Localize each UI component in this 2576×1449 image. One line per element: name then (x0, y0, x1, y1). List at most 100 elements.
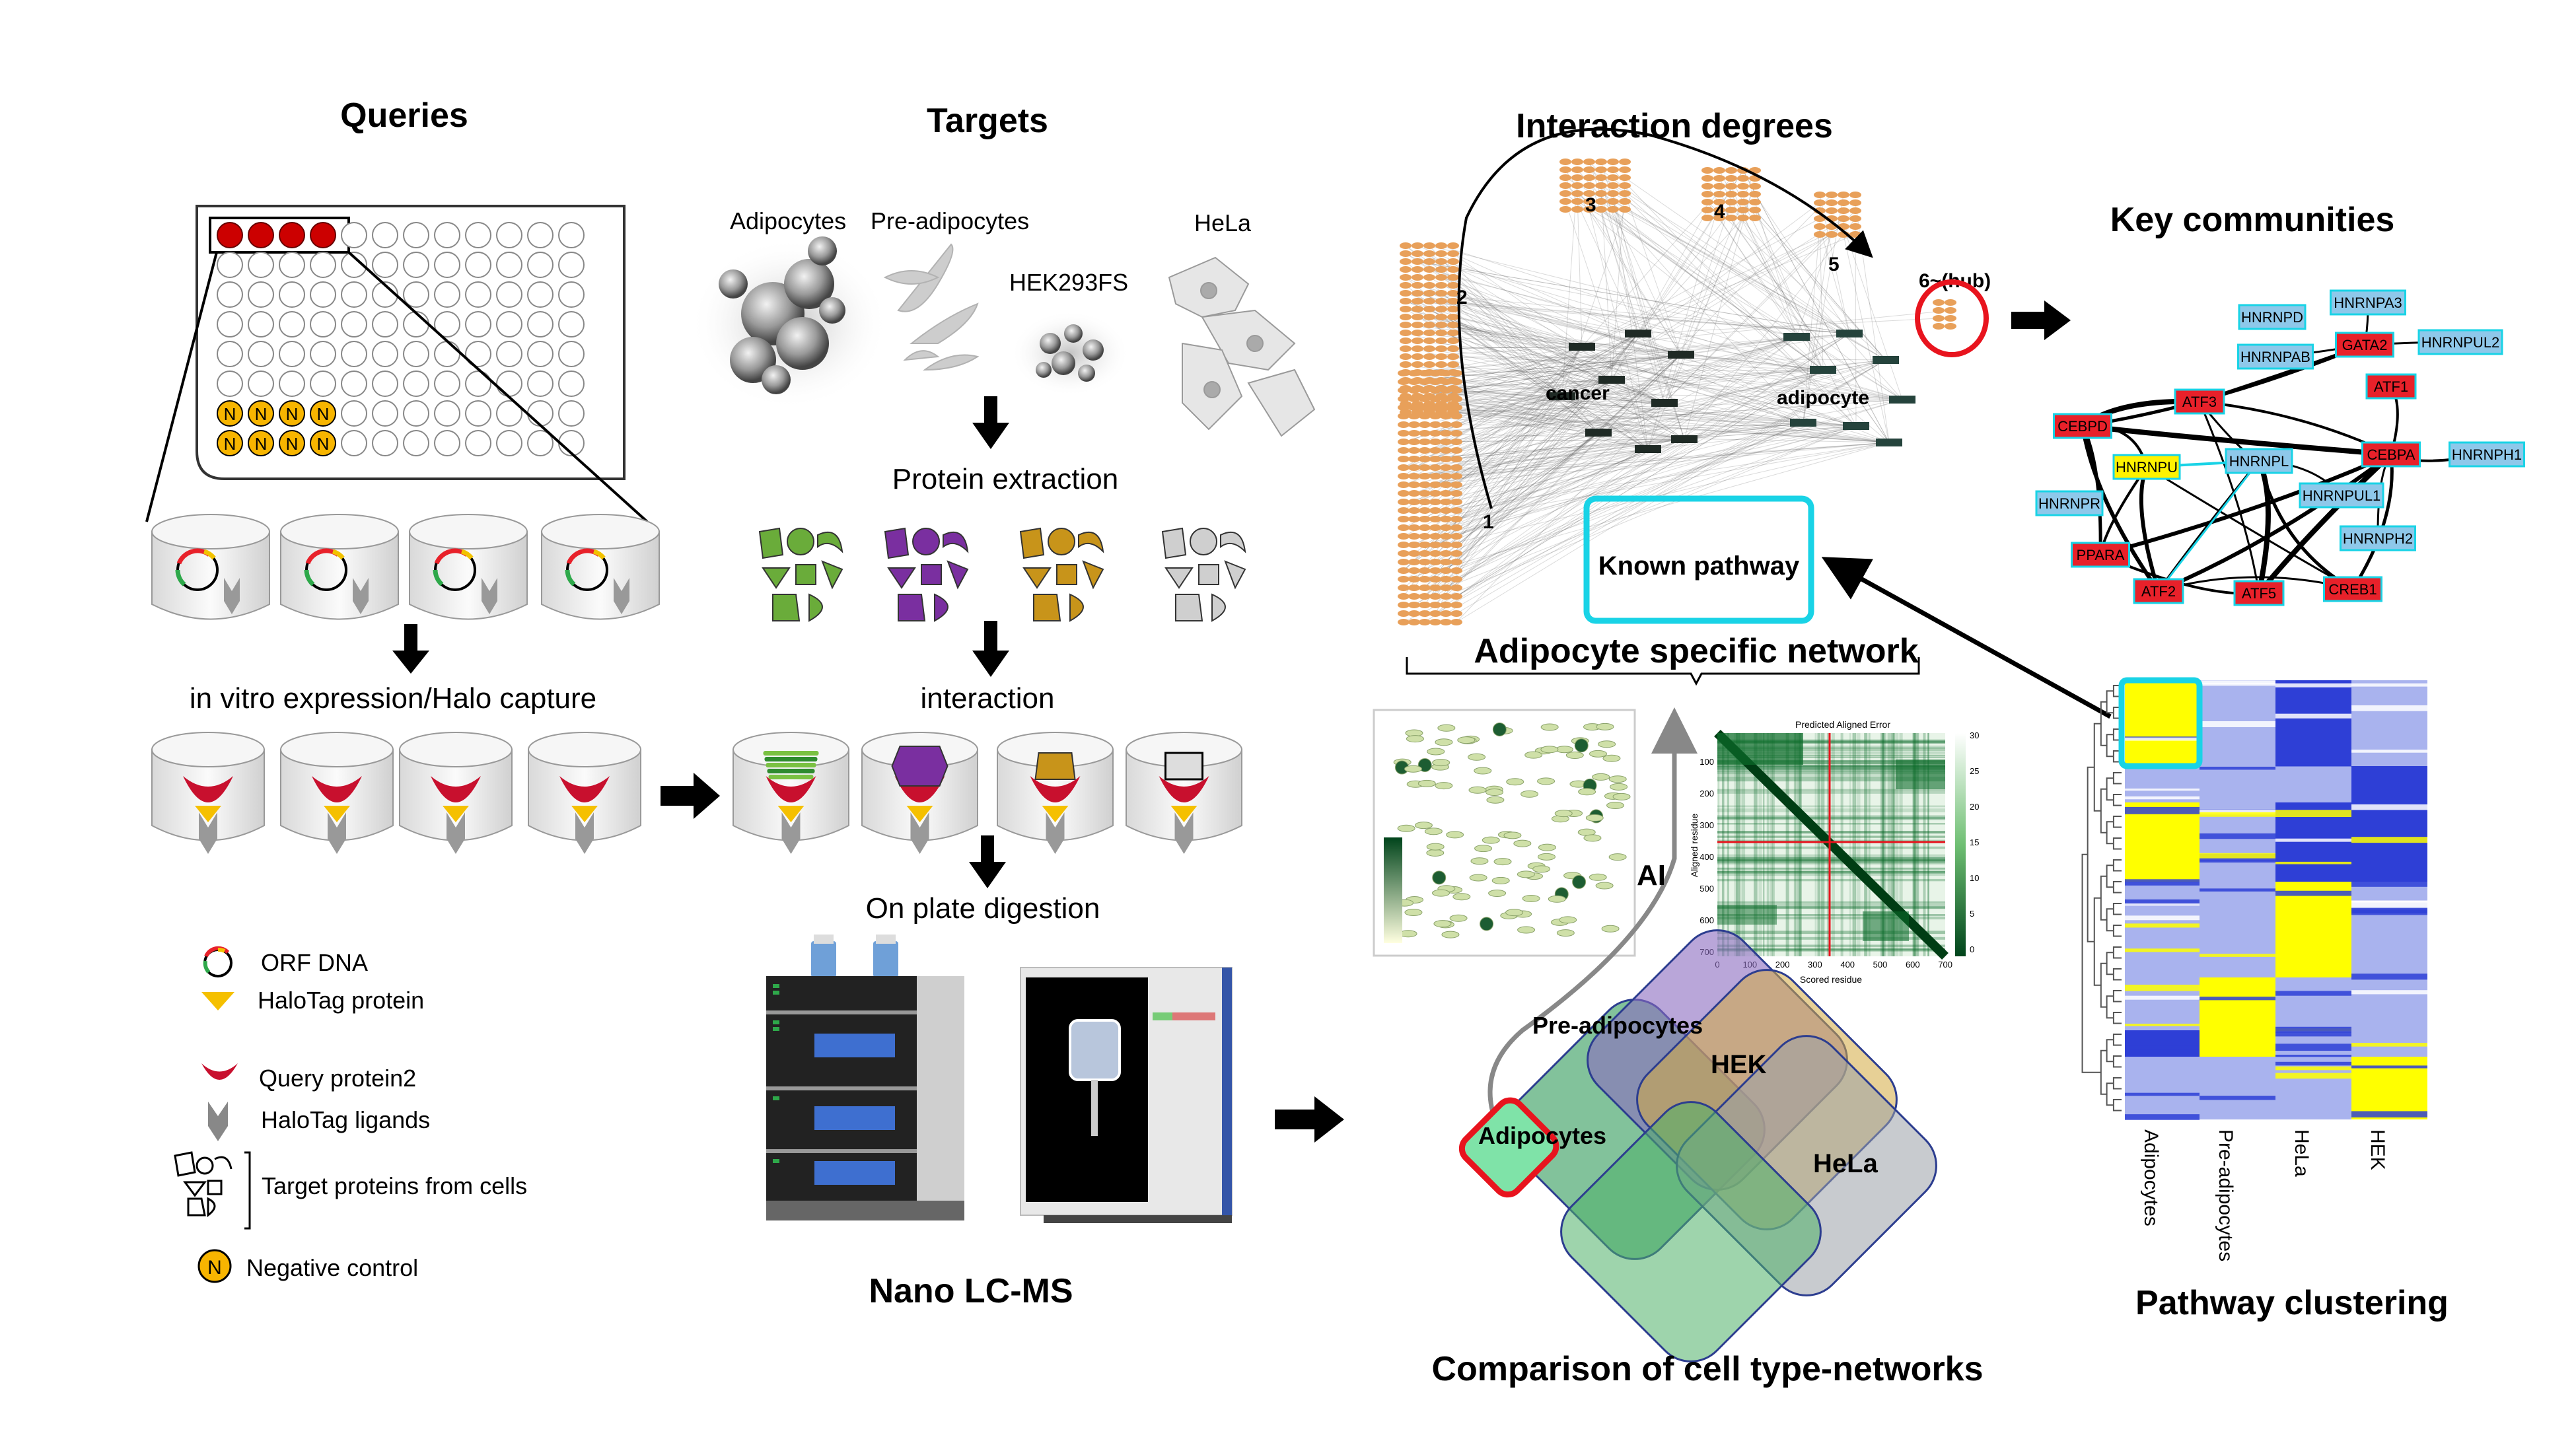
network-edge (1664, 201, 1732, 404)
interactor-node (1826, 207, 1838, 214)
capture-cups (151, 732, 641, 854)
empty-well (372, 400, 398, 427)
network-edge (1456, 369, 1824, 597)
string-node (1404, 908, 1423, 916)
network-edge (1417, 261, 1850, 334)
network-edge (1441, 261, 1804, 423)
pae-ctick: 20 (1970, 802, 1979, 812)
network-edge (1435, 333, 1639, 468)
string-node (1482, 836, 1500, 844)
empty-well (248, 281, 274, 308)
community-node-atf1: ATF1 (2365, 373, 2417, 400)
heat-cell (2125, 1030, 2200, 1057)
pae-xtick: 500 (1873, 960, 1888, 970)
heat-stripe (2351, 750, 2427, 753)
interactor-node (1419, 396, 1431, 402)
heat-stripe (2275, 762, 2351, 767)
interactor-node (1408, 499, 1420, 505)
network-edge (1456, 439, 1685, 528)
network-edge (1441, 388, 1857, 427)
dendrogram-branch (2112, 1034, 2122, 1046)
network-edge (1624, 177, 1850, 334)
interactor-node (1725, 167, 1737, 174)
pae-band (1763, 733, 1765, 956)
interactor-node (1419, 421, 1431, 428)
legend-negative: Negative control (246, 1254, 418, 1281)
interactor-node (1450, 447, 1462, 454)
interactor-node (1429, 559, 1441, 565)
network-edge (1452, 261, 1599, 433)
interactor-node (1725, 175, 1737, 182)
pae-band (1717, 805, 1945, 808)
network-edge (1754, 194, 1850, 334)
network-edge (1435, 381, 1890, 443)
pae-band (1912, 733, 1916, 956)
heat-cell (2125, 882, 2200, 938)
network-edge (1452, 332, 1682, 355)
network-edge (1405, 369, 1824, 373)
cup (151, 514, 270, 620)
dendrogram-branch (2112, 881, 2122, 894)
network-edge (1435, 379, 1612, 477)
interactor-node (1450, 499, 1462, 505)
query-well (279, 222, 305, 248)
empty-well (496, 400, 522, 427)
string-node (1602, 754, 1621, 762)
interactor-node (1447, 242, 1459, 249)
network-edge (1565, 185, 1824, 371)
interactor-node (1429, 610, 1441, 617)
venn-pre-adipocytes: Pre-adipocytes (1532, 1012, 1703, 1039)
pae-band (1717, 756, 1945, 758)
empty-well (496, 430, 522, 456)
interactor-node (1447, 330, 1459, 336)
heat-cell (2125, 938, 2200, 977)
interactor-node (1737, 215, 1749, 221)
bait-node (1783, 333, 1810, 341)
interactor-node (1945, 315, 1956, 322)
cup (151, 732, 265, 854)
network-edge (1429, 300, 1850, 334)
dendrogram-branch (2106, 821, 2114, 845)
pae-band (1717, 948, 1945, 951)
query-well (310, 222, 336, 248)
dendrogram-branch (2112, 903, 2122, 915)
network-edge (1445, 425, 1857, 597)
interactor-node (1419, 439, 1431, 445)
network-edge (1456, 359, 1886, 623)
interactor-node (1419, 602, 1431, 608)
network-edge (1452, 356, 1665, 404)
interactor-node (1450, 481, 1462, 488)
cell-label-hela: HeLa (1194, 209, 1252, 236)
network-edge (1405, 336, 1797, 389)
network-edge (1413, 346, 1583, 374)
network-edge (1581, 226, 1844, 347)
heat-stripe (2125, 806, 2200, 814)
pae-band (1717, 818, 1945, 820)
interactor-node (1450, 413, 1462, 419)
network-edge (1424, 354, 1682, 477)
pae-band (1717, 867, 1945, 870)
network-edge (1413, 425, 1857, 460)
network-edge (1403, 422, 1804, 623)
network-edge (1441, 324, 1903, 400)
interactor-node (1571, 166, 1583, 173)
empty-well (465, 281, 491, 308)
network-edge (1441, 364, 1665, 404)
legend-query: Query protein2 (259, 1065, 416, 1092)
community-node-label: HNRNPD (2241, 309, 2303, 326)
interactor-node (1398, 490, 1410, 497)
network-edge (1445, 336, 1797, 528)
network-edge (1429, 269, 1903, 400)
halotag-ligand-icon (208, 1102, 228, 1141)
string-node (1538, 853, 1556, 861)
network-edge (1452, 354, 1682, 397)
network-edge (1429, 369, 1824, 389)
network-edge (1441, 300, 1665, 404)
pae-band (1717, 791, 1945, 794)
interactor-node (1826, 231, 1838, 238)
interactor-node (1419, 413, 1431, 419)
pae-ctick: 5 (1970, 909, 1974, 919)
dendrogram-branch (2106, 908, 2114, 932)
empty-well (217, 371, 243, 397)
cup (541, 514, 660, 620)
